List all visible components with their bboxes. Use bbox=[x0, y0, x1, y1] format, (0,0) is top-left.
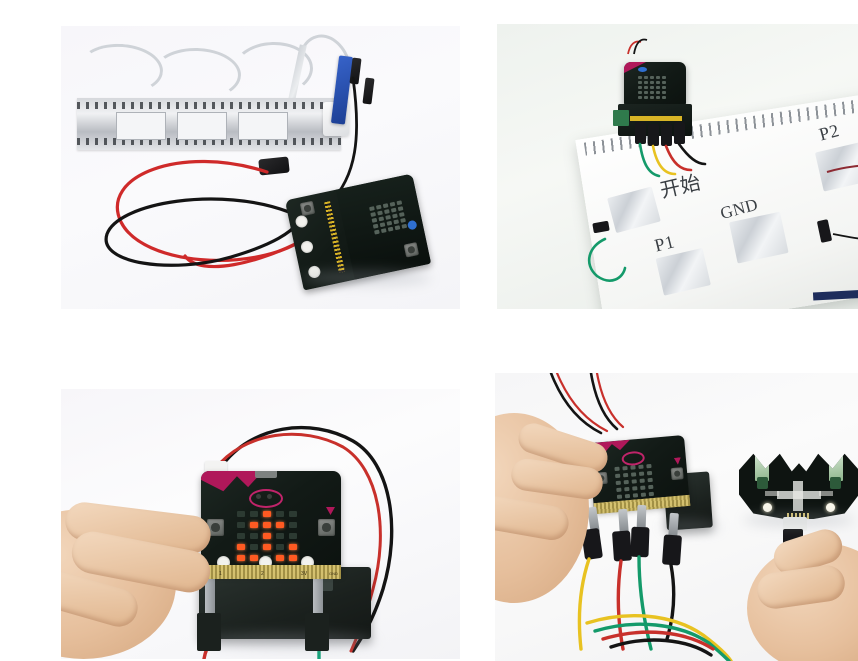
led-2-2 bbox=[263, 533, 271, 539]
led-1-3 bbox=[276, 522, 284, 528]
led-3-1 bbox=[250, 544, 258, 550]
board-shadow-tl bbox=[301, 270, 431, 286]
photo-microbit-foil-tape-circuit[interactable]: micro:bit connected with alligator-clip … bbox=[61, 26, 460, 309]
button-b-bl[interactable] bbox=[318, 519, 335, 536]
led-3-2 bbox=[263, 544, 271, 550]
led-0-2 bbox=[263, 511, 271, 517]
led-3-0 bbox=[237, 544, 245, 550]
photo-microbit-and-bat-sensor-module[interactable]: Two hands: one holding the micro:bit wit… bbox=[495, 373, 858, 661]
led-4-3 bbox=[276, 555, 284, 561]
led-3-4 bbox=[289, 544, 297, 550]
pin-label-gnd: GND bbox=[329, 570, 338, 576]
bracket-base-right-bl bbox=[305, 613, 329, 651]
bat-connector-white bbox=[783, 517, 807, 531]
button-a-tl[interactable] bbox=[299, 200, 316, 217]
microbit-pink-corner-bl bbox=[201, 471, 263, 492]
jumper-boot-4 bbox=[674, 122, 685, 144]
mount-bracket-right-bl bbox=[313, 561, 323, 619]
bat-led-right bbox=[826, 503, 835, 512]
led-1-4 bbox=[289, 522, 297, 528]
led-0-4 bbox=[289, 511, 297, 517]
bat-shadow-br bbox=[743, 513, 855, 527]
led-2-1 bbox=[250, 533, 258, 539]
led-4-1 bbox=[250, 555, 258, 561]
microbit-logo-tr bbox=[638, 67, 647, 72]
edge-hole-tl-2 bbox=[299, 239, 315, 255]
foil-window-2 bbox=[177, 112, 227, 140]
battery-box-bl bbox=[199, 567, 371, 639]
jumper-boot-1 bbox=[635, 122, 646, 144]
led-3-3 bbox=[276, 544, 284, 550]
microbit-pink-arrow-bl bbox=[326, 507, 335, 515]
led-2-4 bbox=[289, 533, 297, 539]
edge-hole-tl-1 bbox=[294, 214, 309, 229]
bat-sensor-module bbox=[739, 453, 858, 519]
jst-connector-bl bbox=[205, 461, 227, 473]
led-matrix-bl bbox=[237, 511, 297, 561]
photo-hand-holding-microbit-battery-stand[interactable]: 1 2 3V GND Hand holding a micro:bit in a… bbox=[61, 389, 460, 659]
led-4-0 bbox=[237, 555, 245, 561]
sensor-base-right bbox=[830, 477, 841, 489]
pin-label-2: 2 bbox=[261, 570, 264, 577]
photo-tl-scene bbox=[61, 26, 460, 309]
led-0-1 bbox=[250, 511, 258, 517]
wire-overlay-br-leads bbox=[577, 555, 733, 661]
photo-tr-scene: 开始 P1 GND P2 bbox=[497, 24, 858, 309]
led-matrix-tr bbox=[638, 76, 666, 99]
microbit-logo-dot-left-bl bbox=[256, 494, 261, 499]
photo-bl-scene: 1 2 3V GND bbox=[61, 389, 460, 659]
silkscreen-pad-left bbox=[765, 491, 779, 496]
microbit-board-tr bbox=[624, 62, 686, 106]
sensor-base-left bbox=[757, 477, 768, 489]
battery-shadow-bl bbox=[201, 633, 377, 649]
bat-led-left bbox=[763, 503, 772, 512]
foil-window-1 bbox=[116, 112, 166, 140]
wire-overlay-tr bbox=[587, 38, 858, 282]
button-b-tl[interactable] bbox=[403, 242, 420, 258]
breakout-terminal-tr bbox=[613, 110, 629, 126]
wire-overlay-br-top bbox=[549, 373, 625, 435]
mount-bracket-left-bl bbox=[205, 561, 215, 619]
bat-pin-header bbox=[787, 513, 809, 519]
microbit-board-bl bbox=[201, 471, 341, 573]
led-1-1 bbox=[250, 522, 258, 528]
photo-br-scene bbox=[495, 373, 858, 661]
breakout-pin-header-tr bbox=[630, 116, 682, 121]
bracket-base-left-bl bbox=[197, 613, 221, 651]
led-0-0 bbox=[237, 511, 245, 517]
microbit-logo-oval-bl bbox=[249, 489, 283, 508]
pin-label-1: 1 bbox=[219, 570, 222, 577]
led-1-0 bbox=[237, 522, 245, 528]
foil-window-3 bbox=[238, 112, 288, 140]
button-a-bl[interactable] bbox=[207, 519, 224, 536]
jumper-boot-2 bbox=[648, 124, 659, 146]
microbit-logo-dot-right-bl bbox=[267, 494, 272, 499]
led-1-2 bbox=[263, 522, 271, 528]
led-4-4 bbox=[289, 555, 297, 561]
led-0-3 bbox=[276, 511, 284, 517]
jumper-boot-3 bbox=[661, 124, 672, 146]
usb-port-bl bbox=[255, 471, 277, 478]
silkscreen-cross-bar bbox=[777, 491, 821, 499]
led-2-0 bbox=[237, 533, 245, 539]
pin-label-3v: 3V bbox=[301, 570, 308, 577]
photo-microbit-paper-circuit-notebook[interactable]: 开始 P1 GND P2 bbox=[497, 24, 858, 309]
edge-connector-bl: 1 2 3V GND bbox=[201, 565, 341, 579]
led-2-3 bbox=[276, 533, 284, 539]
microbit-pink-corner-tr bbox=[624, 62, 646, 73]
silkscreen-pad-right bbox=[819, 491, 833, 496]
